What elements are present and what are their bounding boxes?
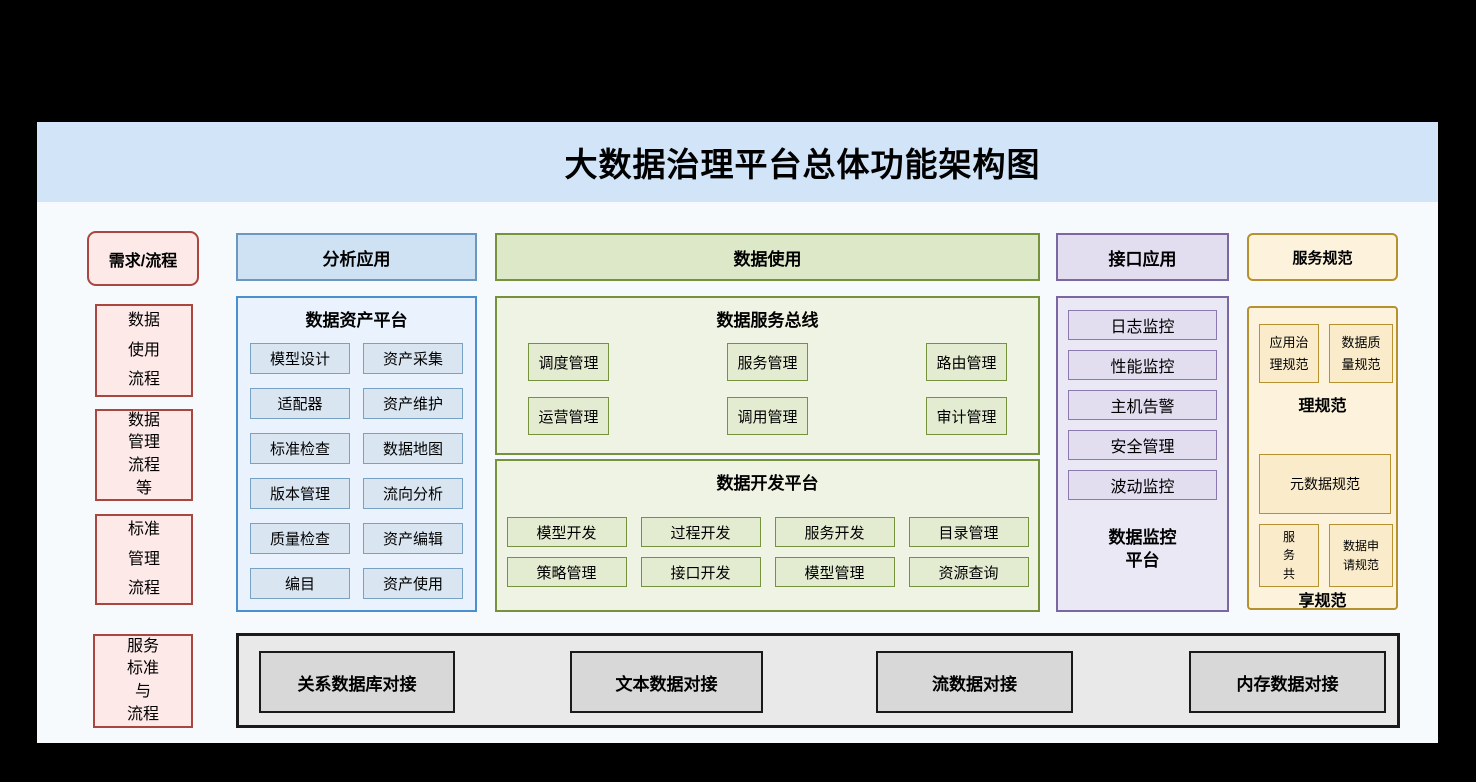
module-box: 目录管理	[908, 517, 1029, 547]
module-box: 资产采集	[363, 343, 463, 374]
module-box: 策略管理	[506, 557, 627, 587]
module-box: 审计管理	[926, 397, 1007, 435]
flow-box-data-usage: 数据 使用 流程	[95, 304, 193, 397]
module-box: 路由管理	[926, 343, 1007, 381]
module-box: 标准检查	[250, 433, 350, 464]
spec-box-data-quality: 数据质 量规范	[1329, 324, 1393, 383]
module-box: 波动监控	[1068, 470, 1217, 500]
module-box: 服务管理	[727, 343, 808, 381]
spec-box-data-request: 数据申 请规范	[1329, 524, 1393, 587]
module-box: 模型管理	[774, 557, 895, 587]
module-box: 安全管理	[1068, 430, 1217, 460]
asset-platform-grid: 模型设计 资产采集 适配器 资产维护 标准检查 数据地图 版本管理 流向分析 质…	[238, 343, 475, 599]
governance-spec-label: 理规范	[1298, 398, 1347, 415]
module-box: 过程开发	[640, 517, 761, 547]
module-box: 适配器	[250, 388, 350, 419]
dev-platform-title: 数据开发平台	[716, 474, 819, 493]
module-box: 数据地图	[363, 433, 463, 464]
flow-box-service-standard: 服务 标准 与 流程	[93, 634, 193, 728]
module-box: 资源查询	[908, 557, 1029, 587]
module-box: 版本管理	[250, 478, 350, 509]
service-bus-row: 运营管理 调用管理 审计管理	[497, 397, 1038, 435]
asset-platform-title: 数据资产平台	[305, 311, 408, 330]
module-box: 资产维护	[363, 388, 463, 419]
access-box-memory-data: 内存数据对接	[1189, 651, 1386, 713]
dev-platform-grid: 模型开发 过程开发 服务开发 目录管理 策略管理 接口开发 模型管理 资源查询	[497, 517, 1038, 587]
module-box: 编目	[250, 568, 350, 599]
spec-box-app-governance: 应用治 理规范	[1259, 324, 1319, 383]
module-box: 模型开发	[506, 517, 627, 547]
sharing-spec-label: 享规范	[1298, 593, 1347, 610]
module-box: 性能监控	[1068, 350, 1217, 380]
analysis-app-header: 分析应用	[236, 233, 477, 281]
module-box: 资产编辑	[363, 523, 463, 554]
monitor-platform-panel: 日志监控 性能监控 主机告警 安全管理 波动监控 数据监控 平台	[1056, 296, 1229, 612]
module-box: 流向分析	[363, 478, 463, 509]
module-box: 服务开发	[774, 517, 895, 547]
flow-box-standard-management: 标准 管理 流程	[95, 514, 193, 605]
title-band: 大数据治理平台总体功能架构图	[37, 122, 1438, 202]
service-spec-header: 服务规范	[1247, 233, 1398, 281]
data-access-bar: 关系数据库对接 文本数据对接 流数据对接 内存数据对接	[236, 633, 1400, 728]
module-box: 日志监控	[1068, 310, 1217, 340]
access-box-stream-data: 流数据对接	[876, 651, 1073, 713]
module-box: 调用管理	[727, 397, 808, 435]
module-box: 运营管理	[528, 397, 609, 435]
module-box: 质量检查	[250, 523, 350, 554]
access-box-relational-db: 关系数据库对接	[259, 651, 455, 713]
access-box-text-data: 文本数据对接	[570, 651, 763, 713]
spec-box-service-sharing: 服 务 共	[1259, 524, 1319, 587]
asset-platform-panel: 数据资产平台 模型设计 资产采集 适配器 资产维护 标准检查 数据地图 版本管理…	[236, 296, 477, 612]
dev-platform-panel: 数据开发平台 模型开发 过程开发 服务开发 目录管理 策略管理 接口开发 模型管…	[495, 459, 1040, 612]
diagram-canvas: 大数据治理平台总体功能架构图 需求/流程 数据 使用 流程 数据 管理 流程 等…	[37, 122, 1438, 743]
service-bus-panel: 数据服务总线 调度管理 服务管理 路由管理 运营管理 调用管理 审计管理	[495, 296, 1040, 455]
flow-box-data-management: 数据 管理 流程 等	[95, 409, 193, 501]
interface-app-header: 接口应用	[1056, 233, 1229, 281]
module-box: 接口开发	[640, 557, 761, 587]
module-box: 资产使用	[363, 568, 463, 599]
module-box: 调度管理	[528, 343, 609, 381]
spec-box-metadata: 元数据规范	[1259, 454, 1391, 514]
requirement-flow-box: 需求/流程	[87, 231, 199, 286]
module-box: 模型设计	[250, 343, 350, 374]
service-bus-row: 调度管理 服务管理 路由管理	[497, 343, 1038, 381]
service-spec-panel: 应用治 理规范 数据质 量规范 理规范 元数据规范 服 务 共 数据申 请规范 …	[1247, 306, 1398, 610]
diagram-title: 大数据治理平台总体功能架构图	[564, 146, 1041, 183]
monitor-platform-label: 数据监控 平台	[1108, 528, 1177, 570]
data-usage-header: 数据使用	[495, 233, 1040, 281]
module-box: 主机告警	[1068, 390, 1217, 420]
service-bus-title: 数据服务总线	[716, 311, 819, 330]
